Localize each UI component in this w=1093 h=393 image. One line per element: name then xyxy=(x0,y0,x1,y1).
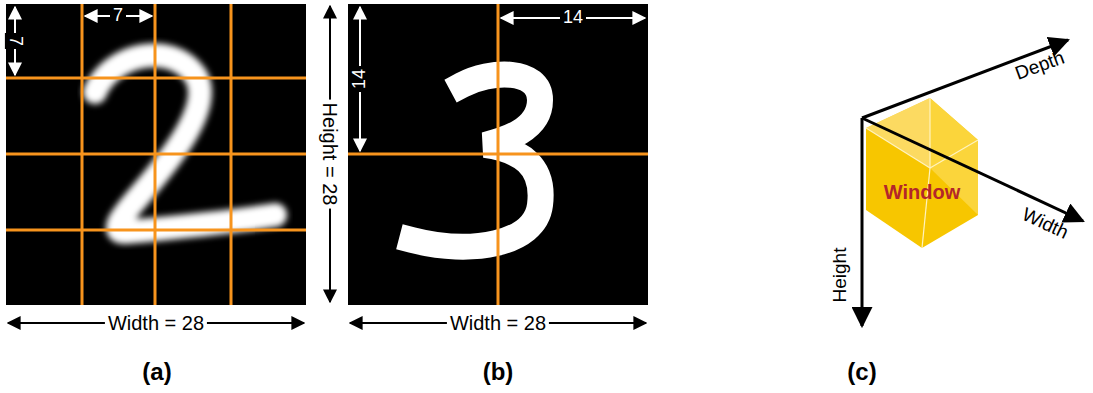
dimension-label: Height xyxy=(830,245,851,306)
axes xyxy=(862,40,1083,326)
dimension-label: (a) xyxy=(139,359,174,385)
dimension-label: Width = 28 xyxy=(105,312,207,334)
dimension-label: (b) xyxy=(480,359,517,385)
grid-lines xyxy=(6,4,306,305)
dimension-label: 7 xyxy=(5,33,25,49)
dimension-label: Depth xyxy=(1010,46,1070,85)
dimension-label: 7 xyxy=(110,6,126,26)
dimension-label: Width xyxy=(1016,203,1074,245)
mnist-image xyxy=(6,4,306,305)
dimension-label: Width = 28 xyxy=(447,312,549,334)
grid-lines xyxy=(348,4,648,305)
dimension-label: (c) xyxy=(844,359,879,385)
digit-three xyxy=(412,75,541,247)
window-label: Window xyxy=(884,181,960,204)
window-cube xyxy=(866,98,978,248)
digit-two xyxy=(95,55,275,232)
dimension-label: 14 xyxy=(350,66,370,92)
dimension-label: Height = 28 xyxy=(319,100,341,209)
window-text: Window xyxy=(884,181,960,204)
dimension-label: 14 xyxy=(560,8,586,28)
mnist-image xyxy=(348,4,648,305)
